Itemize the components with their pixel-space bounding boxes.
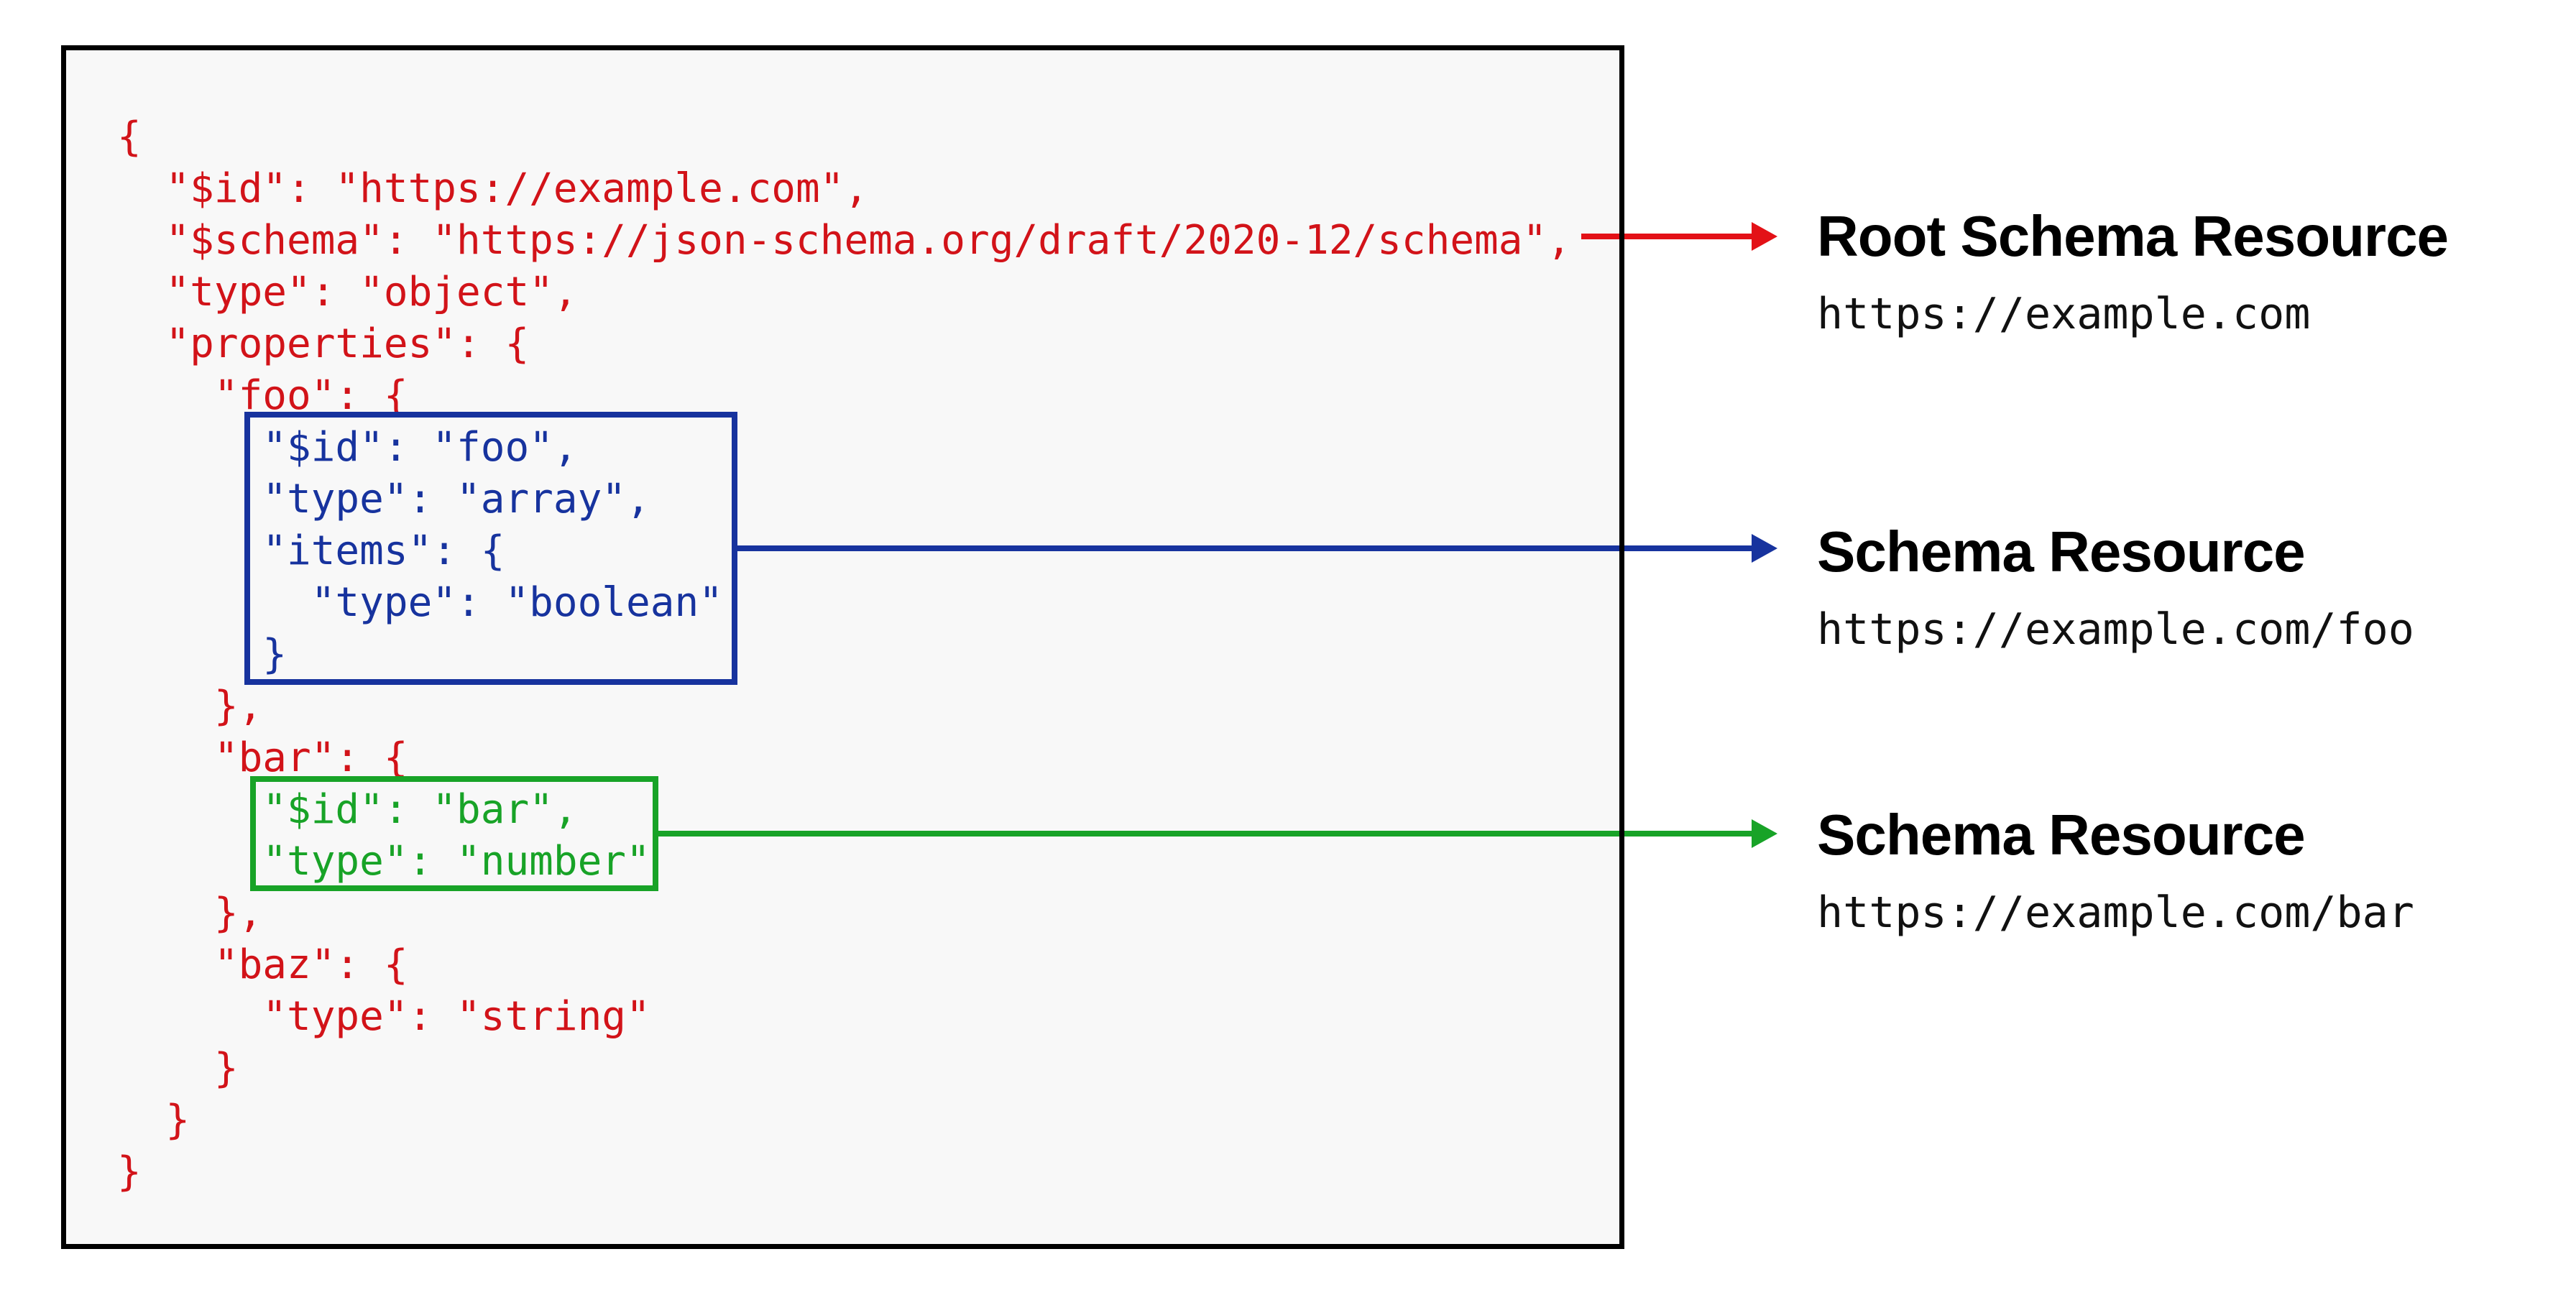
code-line: "bar": { xyxy=(117,734,408,781)
root-schema-arrow-line xyxy=(1581,234,1752,239)
foo-schema-arrow-line xyxy=(737,545,1752,551)
code-line: "type": "string" xyxy=(117,993,650,1040)
schema-code-panel xyxy=(61,45,1624,1249)
code-line: "$schema": "https://json-schema.org/draf… xyxy=(117,217,1571,264)
code-line: "type": "boolean" xyxy=(117,579,723,626)
json-code-block: { "$id": "https://example.com", "$schema… xyxy=(117,111,1571,1198)
code-line: "$id": "foo", xyxy=(117,424,578,471)
bar-schema-arrow-line xyxy=(654,831,1752,837)
code-line: } xyxy=(117,631,288,678)
annotation-bar-schema-resource: Schema Resource https://example.com/bar xyxy=(1817,803,2414,938)
bar-schema-arrowhead-icon xyxy=(1752,819,1777,848)
annotation-title: Schema Resource xyxy=(1817,520,2306,584)
annotation-title: Schema Resource xyxy=(1817,803,2306,867)
root-schema-arrowhead-icon xyxy=(1752,222,1777,251)
code-line: } xyxy=(117,1045,239,1092)
code-line: "items": { xyxy=(117,527,505,574)
code-line: "$id": "bar", xyxy=(117,786,578,833)
code-line: }, xyxy=(117,683,263,729)
code-line: "properties": { xyxy=(117,321,530,367)
bar-schema-box xyxy=(250,776,658,891)
code-line: } xyxy=(117,1148,142,1195)
code-line: "$id": "https://example.com", xyxy=(117,165,869,212)
code-line: "type": "number" xyxy=(117,838,650,885)
annotation-title: Root Schema Resource xyxy=(1817,204,2449,268)
foo-schema-arrowhead-icon xyxy=(1752,534,1777,563)
code-line: "type": "object", xyxy=(117,269,578,315)
code-line: "baz": { xyxy=(117,941,408,988)
foo-schema-box xyxy=(244,412,737,685)
code-line: "foo": { xyxy=(117,372,408,419)
code-line: } xyxy=(117,1097,190,1143)
annotation-url: https://example.com xyxy=(1817,289,2311,339)
code-line: { xyxy=(117,114,142,160)
annotation-root-schema-resource: Root Schema Resource https://example.com xyxy=(1817,204,2449,339)
annotation-url: https://example.com/foo xyxy=(1817,604,2414,655)
code-line: "type": "array", xyxy=(117,476,650,522)
annotation-foo-schema-resource: Schema Resource https://example.com/foo xyxy=(1817,520,2414,655)
code-line: }, xyxy=(117,890,263,936)
annotation-url: https://example.com/bar xyxy=(1817,888,2414,938)
